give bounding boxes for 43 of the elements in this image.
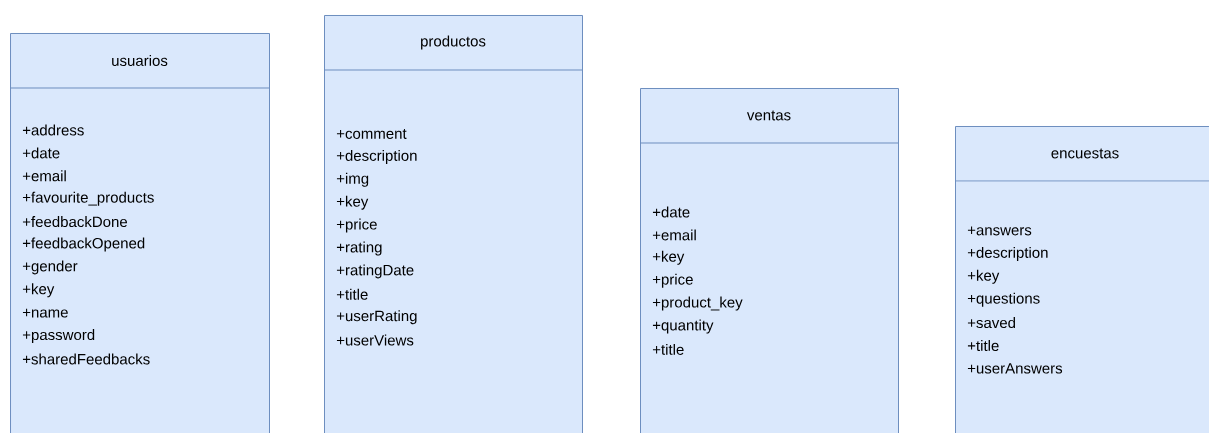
attribute-text: +gender (22, 260, 78, 275)
class-box (639, 88, 899, 433)
attribute-text: +password (22, 329, 95, 344)
attribute-text: +price (336, 218, 377, 233)
class-box (9, 33, 270, 433)
attribute-text: +name (22, 308, 68, 318)
attribute-text: +title (652, 343, 684, 355)
attribute-text: +questions (967, 292, 1040, 307)
attribute-text: +title (967, 340, 999, 351)
attribute-text: +key (336, 195, 369, 210)
attribute-text: +comment (336, 129, 407, 139)
attribute-text: +date (22, 147, 60, 159)
attribute-text: +feedbackDone (22, 216, 128, 228)
attribute-text: +userAnswers (967, 363, 1063, 374)
attribute-text: +key (967, 269, 1000, 284)
attribute-text: +img (336, 172, 369, 187)
class-name: usuarios (112, 55, 168, 66)
attribute-text: +rating (336, 241, 382, 256)
attribute-text: +favourite_products (22, 191, 154, 206)
attribute-text: +email (22, 170, 66, 182)
attribute-text: +userRating (336, 310, 417, 325)
attribute-text: +title (336, 288, 368, 300)
attribute-text: +description (336, 149, 417, 164)
attribute-text: +price (652, 273, 693, 288)
attribute-text: +ratingDate (336, 264, 414, 279)
class-name: ventas (746, 110, 791, 121)
attribute-text: +email (652, 229, 696, 241)
attribute-text: +answers (967, 226, 1032, 236)
attribute-text: +quantity (652, 319, 714, 334)
attribute-text: +saved (967, 317, 1015, 329)
attribute-text: +sharedFeedbacks (22, 353, 150, 365)
class-box (323, 15, 583, 433)
attribute-text: +key (652, 250, 685, 265)
class-box (954, 126, 1209, 433)
class-name: encuestas (1051, 148, 1119, 159)
attribute-text: +feedbackOpened (22, 237, 145, 252)
attribute-text: +userViews (336, 334, 414, 346)
attribute-text: +key (22, 283, 55, 298)
attribute-text: +product_key (652, 296, 743, 311)
attribute-text: +address (22, 124, 84, 136)
attribute-text: +date (652, 206, 690, 218)
class-name: productos (421, 35, 486, 50)
attribute-text: +description (967, 246, 1048, 261)
